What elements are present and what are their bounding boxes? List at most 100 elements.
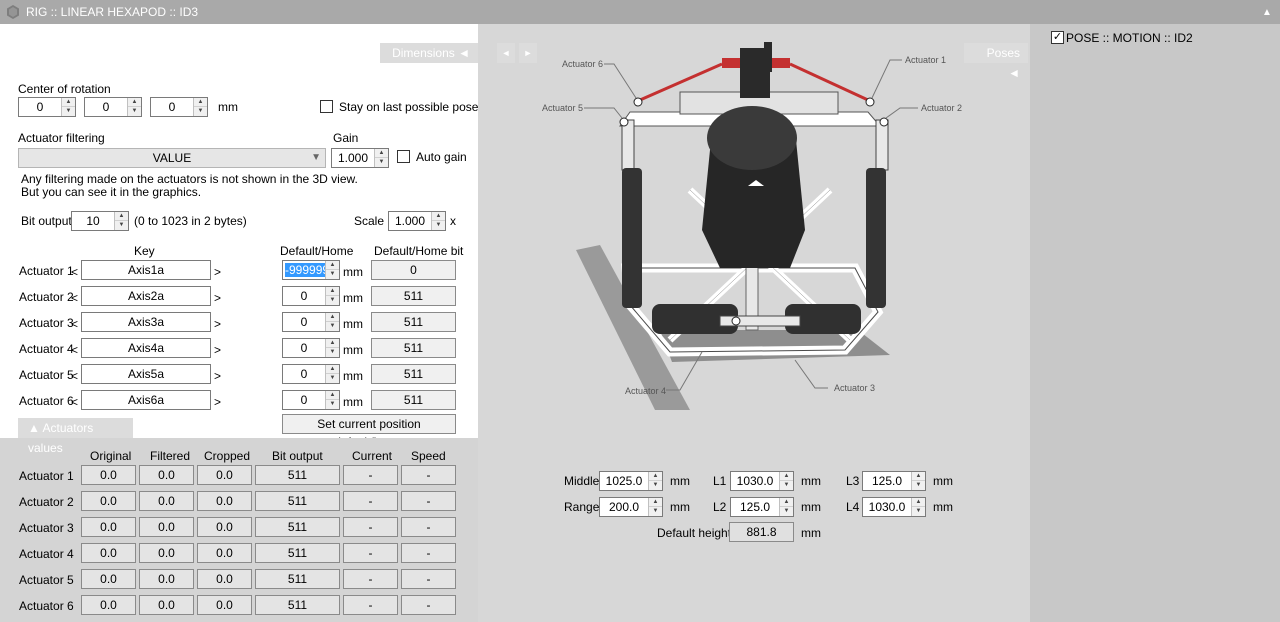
cropped-value: 0.0 [197, 517, 252, 537]
prev-arrow-button[interactable]: ◄ [497, 43, 515, 63]
middle-stepper[interactable]: 1025.0 ▲▼ [599, 471, 663, 491]
actuator-key-input[interactable]: Axis1a [81, 260, 211, 280]
cropped-value: 0.0 [197, 595, 252, 615]
bit-output-value: 511 [255, 569, 340, 589]
center-x-stepper[interactable]: 0 ▲▼ [18, 97, 76, 117]
poses-tab[interactable]: Poses ◄ [964, 43, 1028, 80]
scale-stepper[interactable]: 1.000 ▲▼ [388, 211, 446, 231]
greater-than-icon: > [214, 343, 222, 357]
speed-value: - [401, 517, 456, 537]
bit-output-value: 511 [255, 595, 340, 615]
actuator-key-input[interactable]: Axis3a [81, 312, 211, 332]
filtered-value: 0.0 [139, 465, 194, 485]
actuator-default-unit: mm [343, 291, 363, 305]
stay-on-last-label: Stay on last possible pose [339, 100, 479, 114]
actuator-default-unit: mm [343, 343, 363, 357]
actuator-6-callout: Actuator 6 [562, 59, 604, 69]
less-than-icon: < [71, 317, 79, 331]
actuators-values-tab[interactable]: ▲ Actuators values [18, 418, 133, 455]
next-arrow-button[interactable]: ► [519, 43, 537, 63]
actuator-row-label: Actuator 3 [19, 316, 74, 330]
center-unit-label: mm [218, 100, 238, 114]
filtered-value: 0.0 [139, 595, 194, 615]
center-y-stepper[interactable]: 0 ▲▼ [84, 97, 142, 117]
original-column-header: Original [90, 449, 132, 463]
l2-label: L2 [713, 500, 727, 514]
actuator-default-bit: 511 [371, 338, 456, 358]
bit-output-value: 511 [255, 465, 340, 485]
auto-gain-label: Auto gain [416, 150, 467, 164]
actuator-default-bit: 0 [371, 260, 456, 280]
actuator-default-unit: mm [343, 369, 363, 383]
actuator-1-callout: Actuator 1 [905, 55, 947, 65]
hexapod-3d-view[interactable] [540, 40, 980, 420]
gain-stepper[interactable]: 1.000 ▲▼ [331, 148, 389, 168]
original-value: 0.0 [81, 465, 136, 485]
current-value: - [343, 517, 398, 537]
actuator-key-input[interactable]: Axis4a [81, 338, 211, 358]
less-than-icon: < [71, 395, 79, 409]
middle-unit: mm [670, 474, 690, 488]
current-value: - [343, 465, 398, 485]
actuator-row-label: Actuator 4 [19, 342, 74, 356]
range-unit: mm [670, 500, 690, 514]
greater-than-icon: > [214, 395, 222, 409]
l1-stepper[interactable]: 1030.0 ▲▼ [730, 471, 794, 491]
triangle-up-icon[interactable]: ▲ [1262, 7, 1272, 18]
actuator-default-stepper[interactable]: 0▲▼ [282, 390, 340, 410]
current-value: - [343, 491, 398, 511]
cropped-column-header: Cropped [204, 449, 251, 463]
l2-stepper[interactable]: 125.0 ▲▼ [730, 497, 794, 517]
filter-note-line2: But you can see it in the graphics. [21, 185, 202, 199]
values-row-label: Actuator 1 [19, 469, 74, 483]
actuator-key-input[interactable]: Axis2a [81, 286, 211, 306]
values-row-label: Actuator 6 [19, 599, 74, 613]
actuator-default-bit: 511 [371, 364, 456, 384]
actuator-default-stepper[interactable]: -999999▲▼ [282, 260, 340, 280]
original-value: 0.0 [81, 569, 136, 589]
actuator-default-stepper[interactable]: 0▲▼ [282, 286, 340, 306]
stay-on-last-checkbox[interactable] [320, 100, 333, 113]
pose-motion-checkbox[interactable]: ✓ [1051, 31, 1064, 44]
less-than-icon: < [71, 369, 79, 383]
dimensions-tab[interactable]: Dimensions ◄ [380, 43, 478, 63]
filtered-value: 0.0 [139, 517, 194, 537]
original-value: 0.0 [81, 491, 136, 511]
gain-label: Gain [333, 131, 359, 145]
set-current-position-button[interactable]: Set current position default/home [282, 414, 456, 449]
current-column-header: Current [352, 449, 393, 463]
range-stepper[interactable]: 200.0 ▲▼ [599, 497, 663, 517]
middle-label: Middle [564, 474, 600, 488]
default-home-column-header: Default/Home [280, 244, 354, 258]
center-z-stepper[interactable]: 0 ▲▼ [150, 97, 208, 117]
l4-unit: mm [933, 500, 953, 514]
less-than-icon: < [71, 291, 79, 305]
l3-stepper[interactable]: 125.0 ▲▼ [862, 471, 926, 491]
bit-output-value: 511 [255, 517, 340, 537]
l1-unit: mm [801, 474, 821, 488]
actuator-row-label: Actuator 2 [19, 290, 74, 304]
greater-than-icon: > [214, 265, 222, 279]
values-row-label: Actuator 2 [19, 495, 74, 509]
filter-note-line1: Any filtering made on the actuators is n… [21, 172, 358, 186]
l4-stepper[interactable]: 1030.0 ▲▼ [862, 497, 926, 517]
actuator-default-stepper[interactable]: 0▲▼ [282, 338, 340, 358]
actuator-default-stepper[interactable]: 0▲▼ [282, 312, 340, 332]
less-than-icon: < [71, 343, 79, 357]
actuator-key-input[interactable]: Axis6a [81, 390, 211, 410]
values-row-label: Actuator 4 [19, 547, 74, 561]
actuator-key-input[interactable]: Axis5a [81, 364, 211, 384]
actuator-row-label: Actuator 1 [19, 264, 74, 278]
l1-label: L1 [713, 474, 727, 488]
bit-output-stepper[interactable]: 10 ▲▼ [71, 211, 129, 231]
speed-value: - [401, 465, 456, 485]
cropped-value: 0.0 [197, 491, 252, 511]
less-than-icon: < [71, 265, 79, 279]
actuator-default-stepper[interactable]: 0▲▼ [282, 364, 340, 384]
auto-gain-checkbox[interactable] [397, 150, 410, 163]
actuator-default-bit: 511 [371, 312, 456, 332]
values-row-label: Actuator 5 [19, 573, 74, 587]
window-title: RIG :: LINEAR HEXAPOD :: ID3 [26, 5, 199, 19]
actuator-filtering-select[interactable]: VALUE ▼ [18, 148, 326, 168]
current-value: - [343, 595, 398, 615]
